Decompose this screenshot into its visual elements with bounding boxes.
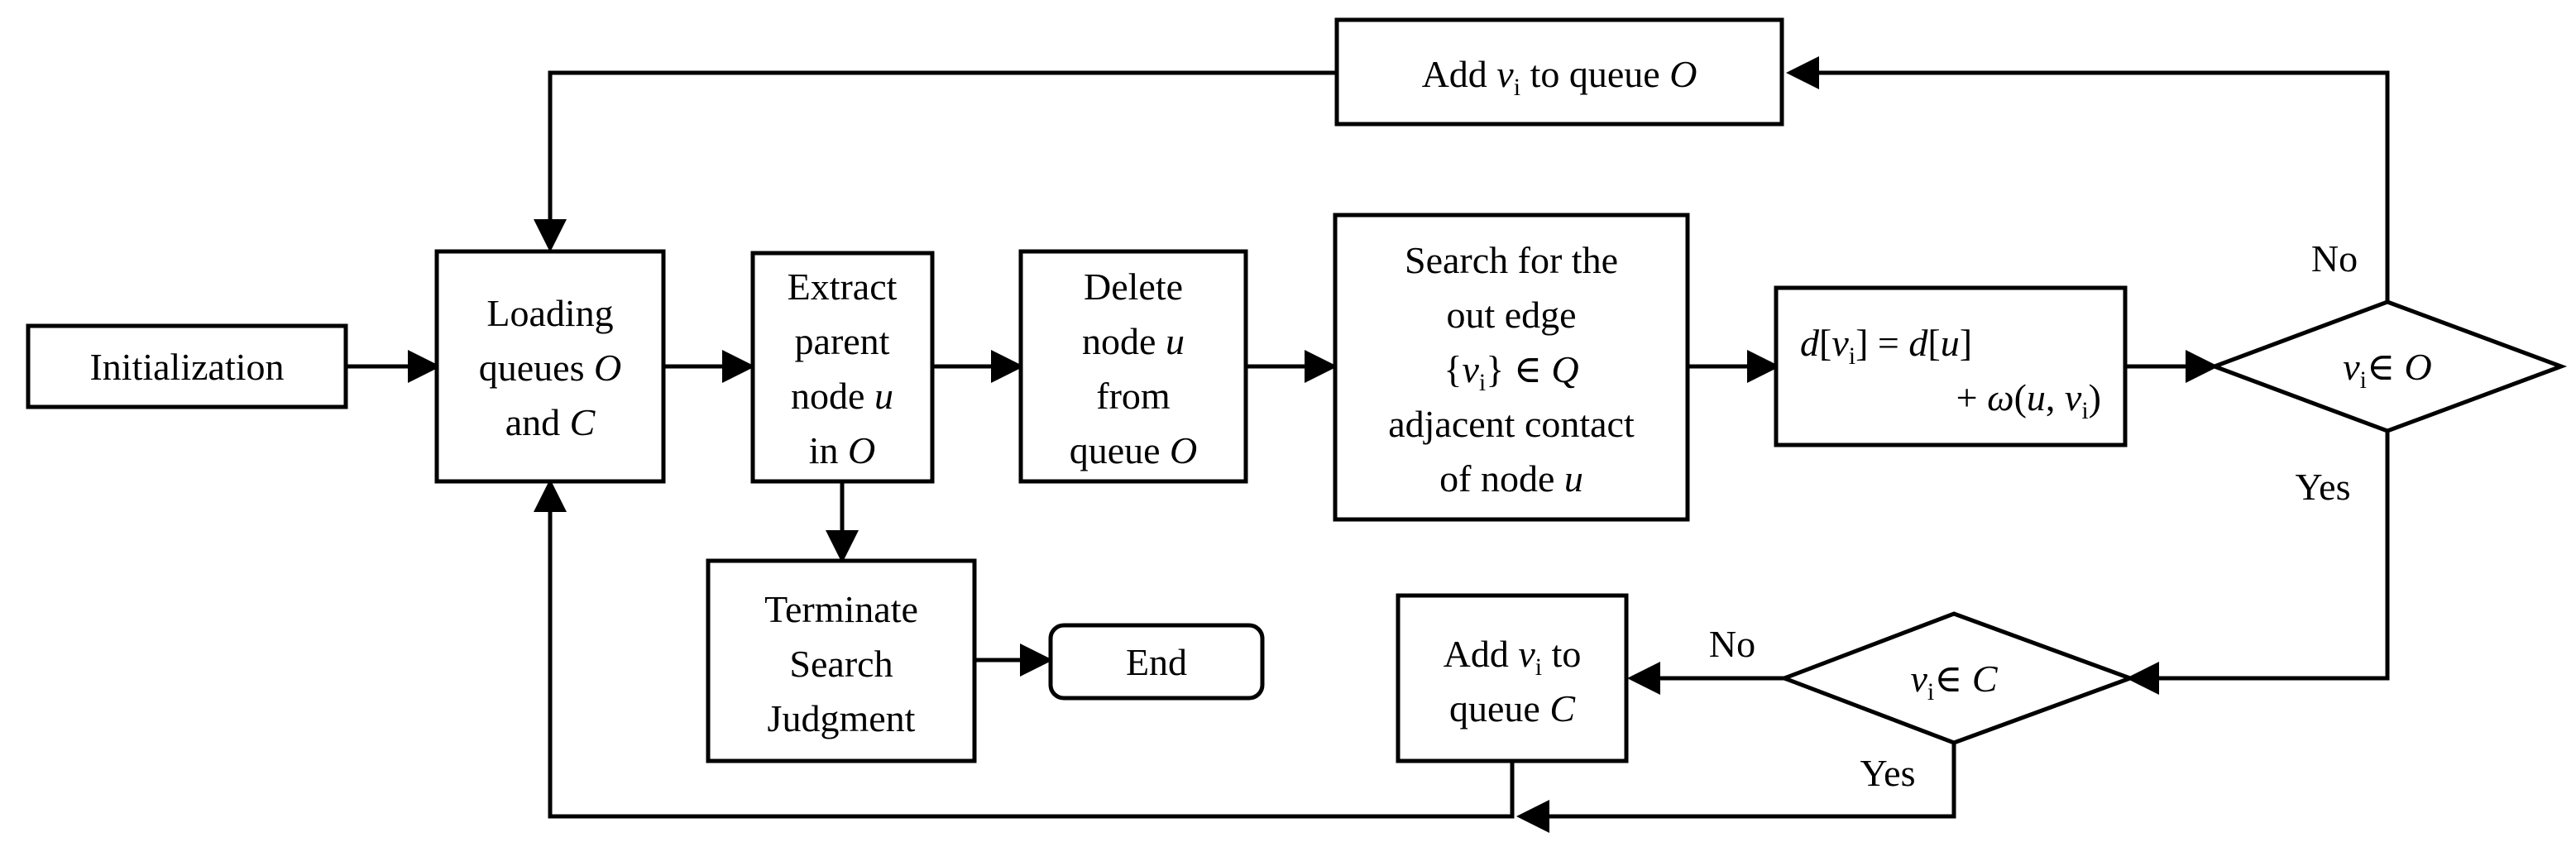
- loading-line3: and C: [505, 401, 596, 443]
- add-c-line2: queue C: [1449, 687, 1576, 730]
- distance-line1: d[vi] = d[u]: [1800, 322, 1972, 370]
- arrow-decision-o-no-to-add-o: [1786, 56, 2390, 302]
- add-c-line1: Add vi to: [1444, 633, 1582, 681]
- search-line3: {vi} ∈ Q: [1444, 348, 1578, 396]
- decision-c-label: vi∈ C: [1910, 658, 1998, 706]
- edge-label-o-no: No: [2311, 237, 2358, 280]
- loading-line1: Loading: [486, 292, 613, 334]
- connectors: [347, 56, 2390, 833]
- end-label: End: [1126, 641, 1187, 683]
- extract-line3: node u: [791, 375, 893, 417]
- node-search-out-edge: Search for the out edge {vi} ∈ Q adjacen…: [1333, 213, 1690, 522]
- node-loading-queues: Loading queues O and C: [434, 249, 666, 484]
- distance-line2: + ω(u, vi): [1956, 376, 2101, 424]
- node-add-to-queue-o: Add vi to queue O: [1334, 17, 1784, 127]
- edge-label-o-yes: Yes: [2296, 466, 2351, 508]
- terminate-line2: Search: [789, 643, 893, 685]
- delete-line4: queue O: [1070, 429, 1198, 471]
- search-line2: out edge: [1446, 294, 1576, 336]
- arrow-decision-o-yes-to-decision-c: [2126, 431, 2390, 695]
- decision-in-queue-o: vi∈ O: [2208, 299, 2568, 433]
- delete-line1: Delete: [1084, 266, 1183, 308]
- node-distance-update: d[vi] = d[u] + ω(u, vi): [1774, 285, 2128, 447]
- delete-line3: from: [1096, 375, 1171, 417]
- search-line4: adjacent contact: [1388, 403, 1635, 445]
- node-initialization: Initialization: [26, 323, 348, 409]
- terminate-line3: Judgment: [768, 697, 916, 739]
- initialization-label: Initialization: [89, 346, 284, 388]
- node-terminate-search: Terminate Search Judgment: [706, 558, 977, 763]
- edge-label-c-yes: Yes: [1860, 752, 1916, 794]
- terminate-line1: Terminate: [764, 588, 918, 630]
- search-line1: Search for the: [1405, 239, 1618, 281]
- add-o-label: Add vi to queue O: [1422, 53, 1697, 101]
- delete-line2: node u: [1082, 320, 1185, 362]
- decision-in-queue-c: vi∈ C: [1778, 611, 2137, 745]
- arrow-add-c-to-loading: [534, 479, 1515, 819]
- node-end: End: [1048, 623, 1265, 701]
- search-line5: of node u: [1439, 457, 1583, 500]
- extract-line1: Extract: [788, 266, 898, 308]
- extract-line2: parent: [795, 320, 890, 362]
- extract-line4: in O: [809, 429, 876, 471]
- node-add-to-queue-c: Add vi to queue C: [1396, 593, 1629, 763]
- edge-label-c-no: No: [1709, 623, 1755, 665]
- node-extract-parent: Extract parent node u in O: [750, 251, 935, 484]
- loading-line2: queues O: [479, 347, 621, 389]
- decision-o-label: vi∈ O: [2343, 346, 2432, 394]
- arrow-decision-c-yes-to-return: [1516, 743, 1956, 833]
- arrow-add-o-to-loading: [534, 70, 1337, 252]
- node-delete-node: Delete node u from queue O: [1018, 249, 1248, 484]
